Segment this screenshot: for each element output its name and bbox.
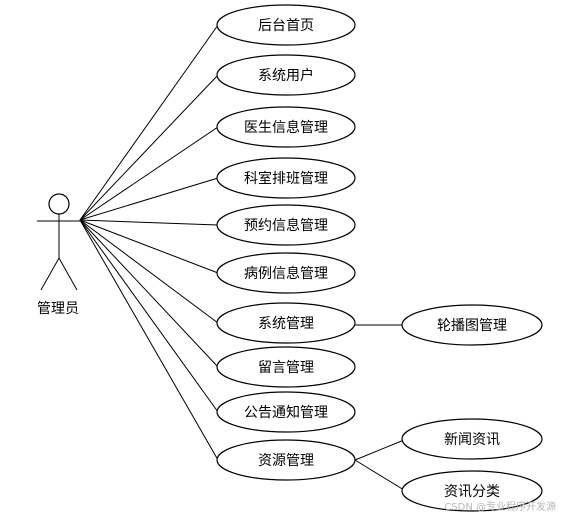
- sub-association-lines: [354, 324, 405, 491]
- actor-left-leg: [40, 257, 60, 291]
- use-case-system-management[interactable]: 系统管理: [216, 302, 356, 344]
- use-case-label: 系统用户: [258, 67, 314, 84]
- use-case-message-management[interactable]: 留言管理: [216, 346, 356, 388]
- use-case-label: 公告通知管理: [244, 404, 328, 421]
- assoc-message: [79, 219, 219, 368]
- use-case-label: 留言管理: [258, 360, 314, 376]
- use-case-resource-management[interactable]: 资源管理: [216, 439, 356, 481]
- assoc-sysmgmt: [79, 219, 219, 324]
- use-case-news-category[interactable]: 资讯分类: [401, 470, 543, 512]
- use-case-carousel-management[interactable]: 轮播图管理: [401, 304, 543, 346]
- use-case-notice-management[interactable]: 公告通知管理: [216, 391, 356, 433]
- use-case-case-info[interactable]: 病例信息管理: [216, 252, 356, 294]
- actor-label: 管理员: [37, 301, 79, 317]
- assoc-notice: [79, 219, 219, 413]
- use-case-label: 病例信息管理: [244, 265, 328, 282]
- use-case-label: 新闻资讯: [444, 432, 500, 448]
- use-case-doctor-info[interactable]: 医生信息管理: [216, 106, 356, 148]
- assoc-sysuser: [79, 74, 219, 221]
- use-case-news[interactable]: 新闻资讯: [401, 418, 543, 460]
- assoc-booking: [79, 219, 219, 226]
- association-lines: [79, 24, 219, 461]
- assoc-doctor: [79, 126, 219, 221]
- assoc-resource: [79, 219, 219, 461]
- use-case-label: 科室排班管理: [244, 170, 328, 187]
- use-case-department-schedule[interactable]: 科室排班管理: [216, 157, 356, 199]
- assoc-case: [79, 219, 219, 274]
- use-case-label: 医生信息管理: [244, 119, 328, 136]
- use-case-label: 轮播图管理: [437, 318, 507, 334]
- use-case-label: 资源管理: [258, 453, 314, 469]
- watermark-text: CSDN @专业程序开发源: [444, 502, 556, 513]
- assoc-dept: [79, 177, 219, 221]
- use-case-home[interactable]: 后台首页: [216, 4, 356, 46]
- actor-figure: 管理员: [37, 193, 81, 317]
- use-case-booking-info[interactable]: 预约信息管理: [216, 204, 356, 246]
- assoc-news: [354, 439, 405, 461]
- use-case-label: 后台首页: [258, 18, 314, 34]
- assoc-newscat: [354, 459, 405, 491]
- actor-right-leg: [58, 257, 78, 291]
- actor-head: [48, 193, 70, 215]
- use-case-label: 系统管理: [258, 316, 314, 332]
- use-case-system-user[interactable]: 系统用户: [216, 54, 356, 96]
- use-case-label: 资讯分类: [444, 484, 500, 500]
- assoc-home: [79, 24, 219, 221]
- use-case-label: 预约信息管理: [244, 217, 328, 234]
